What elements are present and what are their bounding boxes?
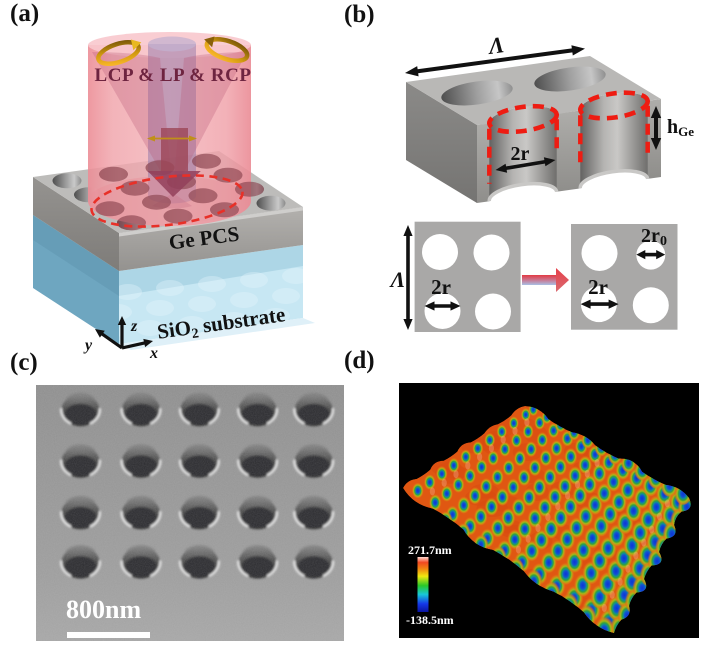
svg-text:(a): (a) [10, 0, 39, 27]
svg-text:-138.5nm: -138.5nm [406, 613, 454, 627]
svg-text:800nm: 800nm [66, 595, 141, 624]
svg-text:2r: 2r [588, 275, 608, 299]
svg-text:(d): (d) [344, 347, 375, 374]
svg-text:Λ: Λ [389, 267, 406, 292]
svg-text:y: y [83, 337, 93, 354]
svg-text:(b): (b) [344, 1, 375, 28]
svg-text:2r: 2r [511, 143, 530, 165]
svg-text:2r: 2r [431, 275, 451, 299]
svg-text:271.7nm: 271.7nm [408, 543, 452, 557]
svg-text:x: x [149, 345, 158, 362]
svg-text:z: z [130, 318, 138, 335]
svg-text:Λ: Λ [485, 32, 506, 59]
svg-text:2r0: 2r0 [641, 225, 667, 249]
svg-text:(c): (c) [10, 349, 38, 376]
svg-text:hGe: hGe [667, 116, 694, 139]
svg-text:LCP & LP & RCP: LCP & LP & RCP [95, 65, 252, 86]
